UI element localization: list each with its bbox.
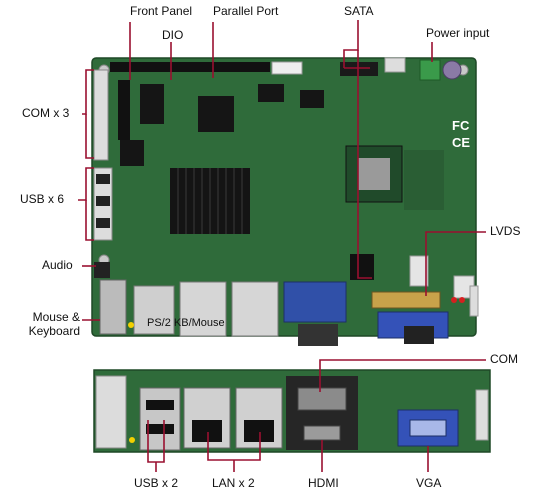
battery: [442, 60, 462, 80]
header-strip: [110, 62, 270, 72]
top-board-view: FC CE PS/2 KB/Mouse: [91, 57, 479, 346]
power-connector: [419, 59, 441, 81]
label-usb-x6: USB x 6: [20, 192, 65, 206]
pcb-top: [92, 58, 476, 336]
label-sata: SATA: [344, 4, 374, 18]
sata-connector: [350, 254, 374, 280]
leader-lines: [78, 20, 486, 472]
ps2-ports: [99, 279, 127, 335]
label-mouse-keyboard: Mouse & Keyboard: [28, 310, 80, 338]
label-com: COM: [490, 352, 518, 366]
label-hdmi: HDMI: [308, 476, 339, 490]
io-chip: [198, 96, 234, 132]
label-parallel-port: Parallel Port: [213, 4, 279, 18]
usb-stack-rear: [139, 387, 181, 451]
lan-port-top-1: [179, 281, 227, 337]
label-audio: Audio: [42, 258, 73, 272]
label-com-x3: COM x 3: [22, 106, 70, 120]
lvds-connector: [371, 291, 441, 309]
rear-io-view: [93, 369, 491, 453]
ce-mark: CE: [452, 135, 470, 150]
label-front-panel: Front Panel: [130, 4, 193, 18]
usb-stack-top: [133, 285, 175, 335]
ps2-marking: PS/2 KB/Mouse: [147, 317, 225, 329]
label-lan-x2: LAN x 2: [212, 476, 255, 490]
lan-port-top-2: [231, 281, 279, 337]
com-headers: [93, 69, 109, 161]
label-lvds: LVDS: [490, 224, 521, 238]
com-port-top: [283, 281, 347, 323]
label-dio: DIO: [162, 28, 184, 42]
label-power-input: Power input: [426, 26, 490, 40]
com-port-rear: [297, 387, 347, 411]
label-vga: VGA: [416, 476, 442, 490]
label-usb-x2: USB x 2: [134, 476, 179, 490]
fc-mark: FC: [452, 118, 470, 133]
hdmi-port-rear: [303, 425, 341, 441]
